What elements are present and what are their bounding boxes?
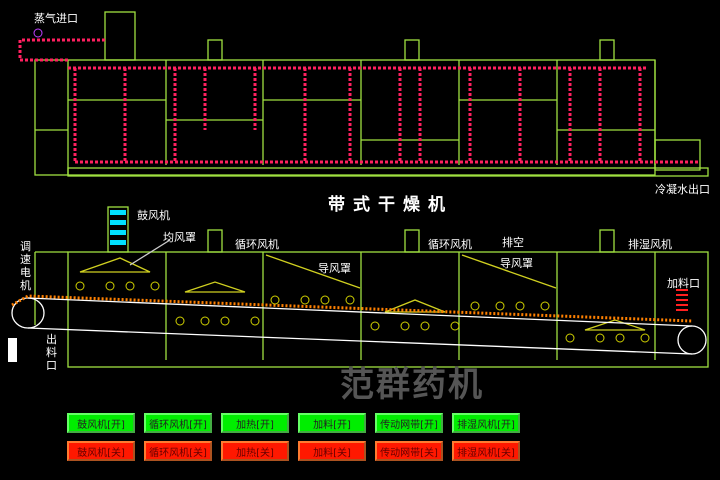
watermark-logo: 范群药机 — [340, 365, 484, 405]
circ-fan-off-button[interactable]: 循环风机[关] — [144, 441, 212, 461]
discharge-box — [8, 338, 17, 362]
bottom-dryer-frame — [34, 206, 709, 368]
page-title: 带式干燥机 — [328, 195, 453, 215]
feed-hopper-icon — [676, 289, 688, 311]
top-dryer-frame — [34, 11, 709, 177]
feed-inlet-label: 加料口 — [667, 277, 700, 290]
conveyor-belt — [11, 297, 707, 355]
circ-fan-2-label: 循环风机 — [428, 238, 472, 251]
dehumid-fan-label: 排湿风机 — [628, 238, 672, 251]
blower-label: 鼓风机 — [137, 209, 170, 222]
air-hood-label: 均风罩 — [163, 231, 196, 244]
blower-off-button[interactable]: 鼓风机[关] — [67, 441, 135, 461]
material-chain — [11, 294, 693, 323]
belt-on-button[interactable]: 传动网带[开] — [375, 413, 443, 433]
rollers — [75, 281, 650, 343]
feed-off-button[interactable]: 加料[关] — [298, 441, 366, 461]
exhaust-label: 排空 — [502, 236, 524, 249]
belt-off-button[interactable]: 传动网带[关] — [375, 441, 443, 461]
heat-on-button[interactable]: 加热[开] — [221, 413, 289, 433]
discharge-outlet-label: 出料口 — [46, 333, 57, 372]
steam-inlet-label: 蒸气进口 — [34, 12, 78, 25]
guide-hood-2-label: 导风罩 — [500, 257, 533, 270]
pressure-gauge-icon — [33, 28, 43, 38]
guide-hood-1-label: 导风罩 — [318, 262, 351, 275]
dehumid-on-button[interactable]: 排湿风机[开] — [452, 413, 520, 433]
condensate-outlet-label: 冷凝水出口 — [655, 183, 710, 196]
blower-on-button[interactable]: 鼓风机[开] — [67, 413, 135, 433]
blower-vents — [110, 210, 126, 245]
speed-motor-label: 调速电机 — [20, 240, 31, 292]
steam-pipes — [18, 38, 700, 164]
dehumid-off-button[interactable]: 排湿风机[关] — [452, 441, 520, 461]
circ-fan-1-label: 循环风机 — [235, 238, 279, 251]
circ-fan-on-button[interactable]: 循环风机[开] — [144, 413, 212, 433]
heat-off-button[interactable]: 加热[关] — [221, 441, 289, 461]
feed-on-button[interactable]: 加料[开] — [298, 413, 366, 433]
